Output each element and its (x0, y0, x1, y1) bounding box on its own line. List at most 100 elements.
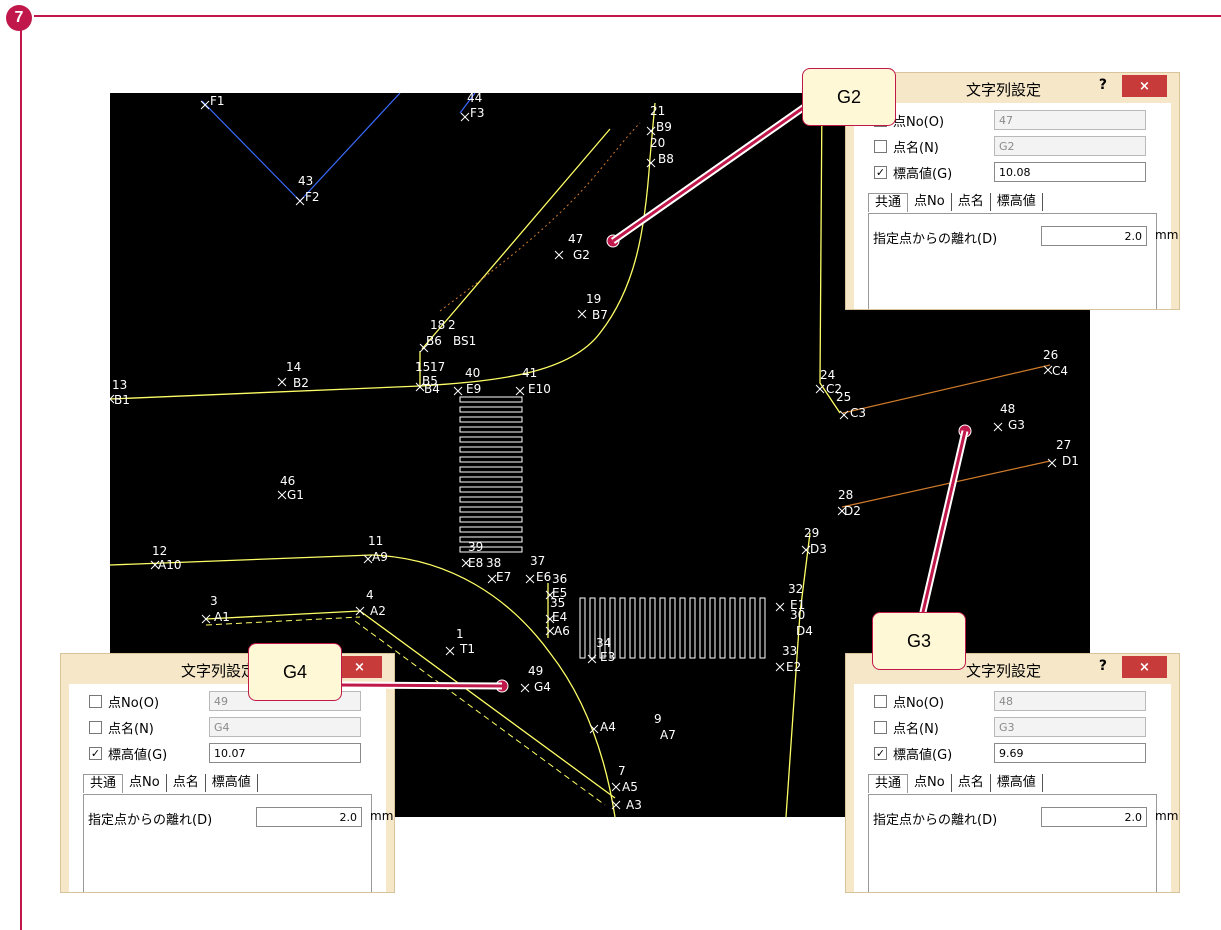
option-value-field[interactable]: 48 (994, 691, 1146, 711)
tab-0[interactable]: 共通 (868, 774, 909, 793)
point-cross (445, 646, 455, 656)
distance-unit: mm (1155, 228, 1179, 242)
point-cross (839, 410, 849, 420)
frame-left-rule (20, 30, 22, 930)
crosswalk-stripe (459, 536, 523, 543)
cad-label-26: 26 (1043, 348, 1058, 362)
crosswalk-stripe (599, 597, 606, 659)
cad-label-b6: B6 (426, 334, 442, 348)
checkbox[interactable]: ✓ (874, 746, 887, 760)
dialog-titlebar[interactable]: 文字列設定 ? × (846, 654, 1179, 684)
tab-3[interactable]: 標高値 (991, 193, 1043, 211)
cad-label-27: 27 (1056, 438, 1071, 452)
cad-label-f1: F1 (210, 94, 225, 108)
cad-label-46: 46 (280, 474, 295, 488)
help-button[interactable]: ? (1098, 77, 1107, 93)
checkbox[interactable] (89, 720, 102, 734)
option-value-field[interactable]: G2 (994, 136, 1146, 156)
checkbox[interactable] (874, 694, 887, 708)
cad-label-20: 20 (650, 136, 665, 150)
cad-label-b8: B8 (658, 152, 674, 166)
point-cross (589, 724, 599, 734)
cad-label-e6: E6 (536, 570, 551, 584)
cad-label-b9: B9 (656, 120, 672, 134)
tab-0[interactable]: 共通 (868, 193, 909, 212)
cad-label-bs1: BS1 (453, 334, 476, 348)
cad-label-b5: B5 (422, 374, 438, 388)
close-button[interactable]: × (1122, 656, 1167, 678)
tab-1[interactable]: 点No (908, 193, 952, 211)
fence-dotted-upper (439, 122, 641, 312)
distance-label: 指定点からの離れ(D) (873, 813, 998, 828)
cad-label-b2: B2 (293, 376, 309, 390)
option-label: 点No(O) (893, 114, 945, 130)
cad-label-b7: B7 (592, 308, 608, 322)
help-button[interactable]: ? (1098, 658, 1107, 674)
crosswalk-stripe (639, 597, 646, 659)
crosswalk-stripe (459, 516, 523, 523)
point-cross (611, 782, 621, 792)
checkbox[interactable]: ✓ (874, 165, 887, 179)
tab-2[interactable]: 点名 (952, 774, 991, 792)
close-button[interactable]: × (1122, 75, 1167, 97)
cad-label-37: 37 (530, 554, 545, 568)
option-value-field[interactable]: G3 (994, 717, 1146, 737)
point-cross (525, 574, 535, 584)
step-badge: 7 (6, 5, 32, 31)
point-cross (545, 590, 555, 600)
cad-label-a6: A6 (554, 624, 570, 638)
crosswalk-stripe (459, 486, 523, 493)
option-value-field[interactable]: 10.08 (994, 162, 1146, 182)
dialog-titlebar[interactable]: 文字列設定 ? × (846, 73, 1179, 103)
point-cross (201, 614, 211, 624)
tab-1[interactable]: 点No (123, 774, 167, 792)
option-row: ✓標高値(G) (874, 742, 989, 764)
checkbox[interactable] (89, 694, 102, 708)
crosswalk-stripe (649, 597, 656, 659)
cad-label-15: 15 (415, 360, 430, 374)
crosswalk-stripe (459, 426, 523, 433)
point-cross (577, 309, 587, 319)
checkbox[interactable] (874, 720, 887, 734)
crosswalk-stripe (759, 597, 766, 659)
distance-label: 指定点からの離れ(D) (88, 813, 213, 828)
cad-label-a9: A9 (372, 550, 388, 564)
cad-label-e4: E4 (552, 610, 567, 624)
distance-input[interactable]: 2.0 (1041, 807, 1147, 827)
cad-label-e7: E7 (496, 570, 511, 584)
dialog-titlebar[interactable]: 文字列設定 ? × (61, 654, 394, 684)
point-cross (775, 602, 785, 612)
option-value-field[interactable]: 47 (994, 110, 1146, 130)
callout-g2: G2 (802, 68, 896, 126)
option-row: ✓標高値(G) (89, 742, 204, 764)
cad-drawing[interactable]: F1 43 F2 44 F3 21 B9 20 B8 47 G2 19 B7 1… (110, 93, 1090, 817)
point-cross (775, 662, 785, 672)
checkbox[interactable] (874, 139, 887, 153)
option-value-field[interactable]: G4 (209, 717, 361, 737)
close-button[interactable]: × (337, 656, 382, 678)
option-value-field[interactable]: 10.07 (209, 743, 361, 763)
callout-g4: G4 (248, 643, 342, 701)
tab-2[interactable]: 点名 (167, 774, 206, 792)
cad-label-12: 12 (152, 544, 167, 558)
checkbox[interactable]: ✓ (89, 746, 102, 760)
cad-label-e5: E5 (552, 586, 567, 600)
cad-label-a3: A3 (626, 798, 642, 812)
point-cross (277, 377, 287, 387)
point-cross (545, 614, 555, 624)
cad-label-18: 18 (430, 318, 445, 332)
point-cross (487, 574, 497, 584)
tab-2[interactable]: 点名 (952, 193, 991, 211)
tab-3[interactable]: 標高値 (206, 774, 258, 792)
option-value-field[interactable]: 9.69 (994, 743, 1146, 763)
tab-0[interactable]: 共通 (83, 774, 124, 793)
crosswalk-stripe (689, 597, 696, 659)
cad-label-43: 43 (298, 174, 313, 188)
cad-label-a4: A4 (600, 720, 616, 734)
cad-label-30: 30 (790, 608, 805, 622)
tab-3[interactable]: 標高値 (991, 774, 1043, 792)
tab-1[interactable]: 点No (908, 774, 952, 792)
distance-input[interactable]: 2.0 (1041, 226, 1147, 246)
distance-input[interactable]: 2.0 (256, 807, 362, 827)
